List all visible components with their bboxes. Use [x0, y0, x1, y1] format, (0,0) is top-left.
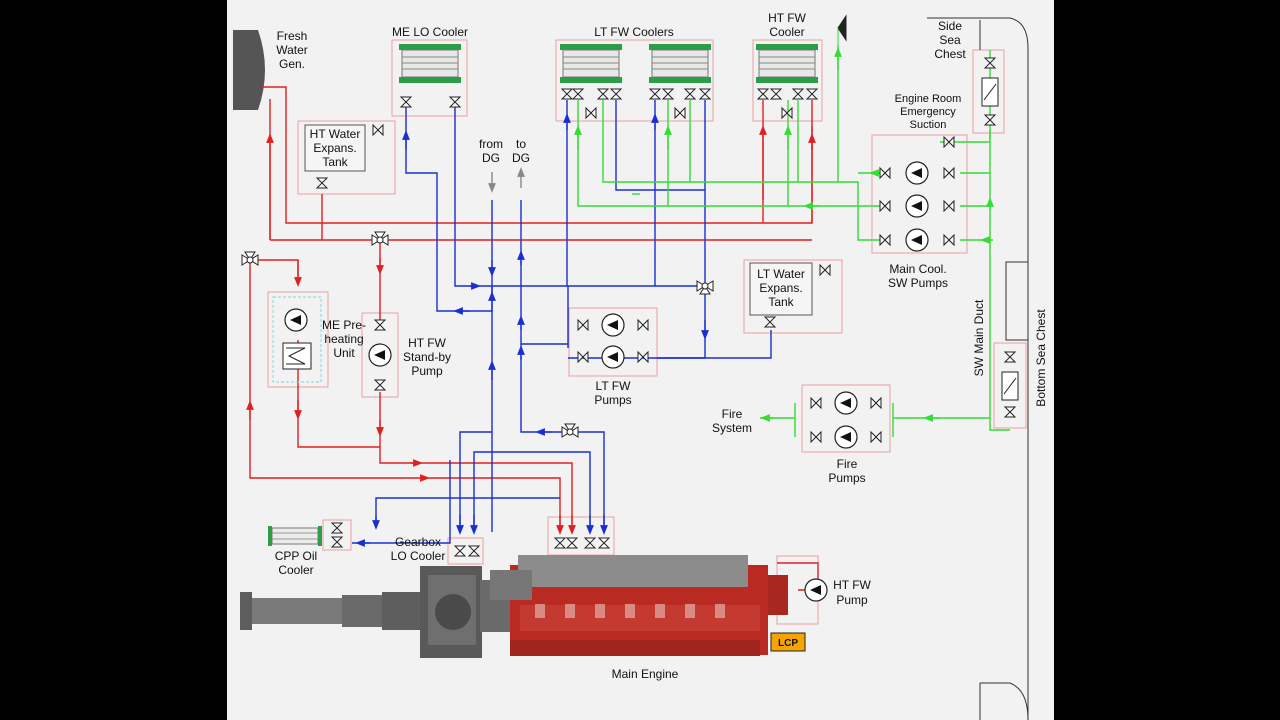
label-side-sea-chest-2: Sea: [939, 33, 961, 47]
label-emergency-suction-3: Suction: [910, 119, 947, 131]
label-lt-fw-coolers: LT FW Coolers: [594, 25, 674, 39]
ht-fw-cooler[interactable]: [755, 43, 819, 84]
ht-arrows: [556, 515, 576, 535]
label-side-sea-chest-1: Side: [938, 19, 962, 33]
lt-fw-cooler-1[interactable]: [559, 43, 623, 84]
emergency-suction-symbol: [837, 14, 847, 45]
fresh-water-generator: [233, 30, 265, 110]
me-lo-cooler[interactable]: [398, 43, 462, 84]
label-preheating-1: ME Pre-: [322, 318, 366, 332]
label-me-lo-cooler: ME LO Cooler: [392, 25, 468, 39]
label-ht-expans-tank-1: HT Water: [310, 127, 361, 141]
label-fresh-water-gen-3: Gen.: [279, 57, 305, 71]
label-bottom-sea-chest: Bottom Sea Chest: [1034, 309, 1048, 407]
lt-water-expansion-tank[interactable]: [749, 262, 813, 316]
label-emergency-suction-2: Emergency: [900, 106, 956, 118]
label-from-dg-1: from: [479, 137, 503, 151]
label-preheating-3: Unit: [333, 346, 355, 360]
label-main-cool-sw-pumps-1: Main Cool.: [889, 262, 946, 276]
label-ht-fw-pump-2: Pump: [836, 593, 868, 607]
label-ht-fw-pump-1: HT FW: [833, 578, 871, 592]
label-ht-fw-cooler-2: Cooler: [769, 25, 804, 39]
label-fire-pumps-2: Pumps: [828, 471, 865, 485]
label-from-dg-2: DG: [482, 151, 500, 165]
label-ht-expans-tank-3: Tank: [322, 155, 348, 169]
main-engine[interactable]: [490, 555, 788, 656]
hull-outline: [927, 17, 1029, 720]
label-cpp-oil-cooler-1: CPP Oil: [275, 549, 317, 563]
label-sw-main-duct: SW Main Duct: [972, 299, 986, 376]
label-fire-pumps-1: Fire: [837, 457, 858, 471]
label-emergency-suction-1: Engine Room: [895, 93, 962, 105]
ht-water-expansion-tank[interactable]: [304, 124, 366, 172]
label-ht-fw-cooler-1: HT FW: [768, 11, 806, 25]
cpp-oil-cooler[interactable]: [268, 526, 322, 546]
label-main-cool-sw-pumps-2: SW Pumps: [888, 276, 948, 290]
label-lt-fw-pumps-1: LT FW: [596, 379, 632, 393]
label-lt-expans-tank-1: LT Water: [757, 267, 805, 281]
dg-arrows: [488, 167, 525, 193]
lcp-panel[interactable]: [770, 632, 806, 652]
label-lt-expans-tank-3: Tank: [768, 295, 794, 309]
label-lt-fw-pumps-2: Pumps: [594, 393, 631, 407]
label-gearbox-lo-cooler-1: Gearbox: [395, 535, 441, 549]
label-main-engine: Main Engine: [612, 667, 679, 681]
label-fire-system-2: System: [712, 421, 752, 435]
label-gearbox-lo-cooler-2: LO Cooler: [391, 549, 446, 563]
label-preheating-2: heating: [324, 332, 363, 346]
cooling-system-diagram: Fresh Water Gen. ME LO Cooler LT FW Cool…: [233, 11, 1048, 720]
label-side-sea-chest-3: Chest: [934, 47, 966, 61]
label-ht-expans-tank-2: Expans.: [313, 141, 356, 155]
diagram-canvas: Fresh Water Gen. ME LO Cooler LT FW Cool…: [227, 0, 1054, 720]
three-way-valves[interactable]: [241, 231, 714, 438]
label-fresh-water-gen-1: Fresh: [277, 29, 308, 43]
sea-water-lines: [574, 45, 1010, 437]
me-preheating-unit[interactable]: [272, 296, 322, 383]
label-lt-expans-tank-2: Expans.: [759, 281, 802, 295]
label-to-dg-2: DG: [512, 151, 530, 165]
lt-fresh-water-lines: [352, 100, 772, 547]
label-standby-pump-3: Pump: [411, 364, 443, 378]
label-standby-pump-2: Stand-by: [403, 350, 451, 364]
label-fire-system-1: Fire: [722, 407, 743, 421]
propeller-shaft: [240, 592, 422, 630]
valves[interactable]: [316, 57, 1016, 557]
lt-arrows: [456, 515, 608, 535]
label-fresh-water-gen-2: Water: [276, 43, 308, 57]
label-cpp-oil-cooler-2: Cooler: [278, 563, 313, 577]
label-standby-pump-1: HT FW: [408, 336, 446, 350]
lt-fw-cooler-2[interactable]: [648, 43, 712, 84]
label-lcp: LCP: [778, 638, 798, 649]
label-to-dg-1: to: [516, 137, 526, 151]
gearbox: [420, 566, 510, 658]
